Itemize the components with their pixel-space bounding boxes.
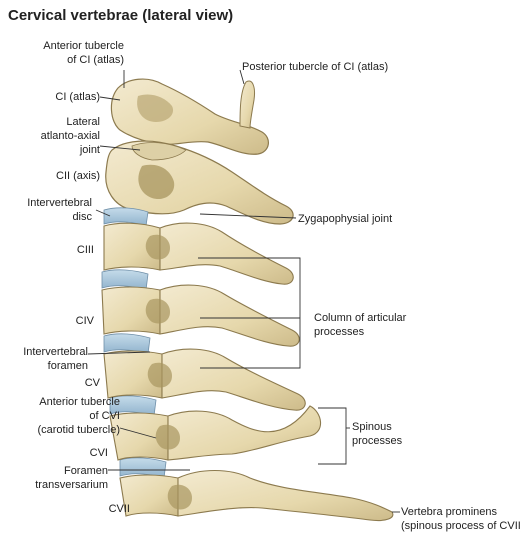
label-cv: CV (84, 377, 100, 389)
label-ciii: CIII (76, 244, 94, 256)
label-civ: CIV (75, 315, 94, 327)
vertebra-civ (101, 284, 300, 347)
label-posterior-tubercle-ci: Posterior tubercle of CI (atlas) (242, 61, 389, 73)
label-column-articular-processes: Column of articular processes (314, 312, 407, 338)
label-zygapophysial-joint: Zygapophysial joint (298, 213, 393, 225)
label-intervertebral-foramen: Intervertebral foramen (23, 346, 88, 372)
vertebra-ciii (103, 222, 294, 285)
vertebra-cvii (119, 470, 394, 522)
axis-cii (105, 140, 294, 225)
label-cvii: CVII (108, 503, 130, 515)
label-ci-atlas: CI (atlas) (55, 91, 100, 103)
label-anterior-tubercle-ci: Anterior tubercle of CI (atlas) (43, 40, 124, 66)
label-foramen-transversarium: Foramen transversarium (35, 465, 108, 491)
label-vertebra-prominens: Vertebra prominens (spinous process of C… (401, 506, 521, 532)
label-cii-axis: CII (axis) (56, 170, 100, 182)
label-spinous-processes: Spinous processes (352, 421, 403, 447)
vertebra-cv (103, 348, 306, 411)
vertebra-cvi (109, 405, 322, 461)
figure-title: Cervical vertebrae (lateral view) (8, 7, 234, 24)
intervertebral-discs (101, 207, 167, 479)
label-anterior-tubercle-cvi: Anterior tubercle of CVI (carotid tuberc… (37, 396, 120, 436)
label-cvi: CVI (89, 447, 108, 459)
label-intervertebral-disc: Intervertebral disc (27, 197, 92, 223)
label-lateral-atlanto-axial-joint: Lateral atlanto-axial joint (40, 116, 100, 156)
atlas-ci (110, 78, 269, 155)
leader-lines (87, 69, 400, 513)
